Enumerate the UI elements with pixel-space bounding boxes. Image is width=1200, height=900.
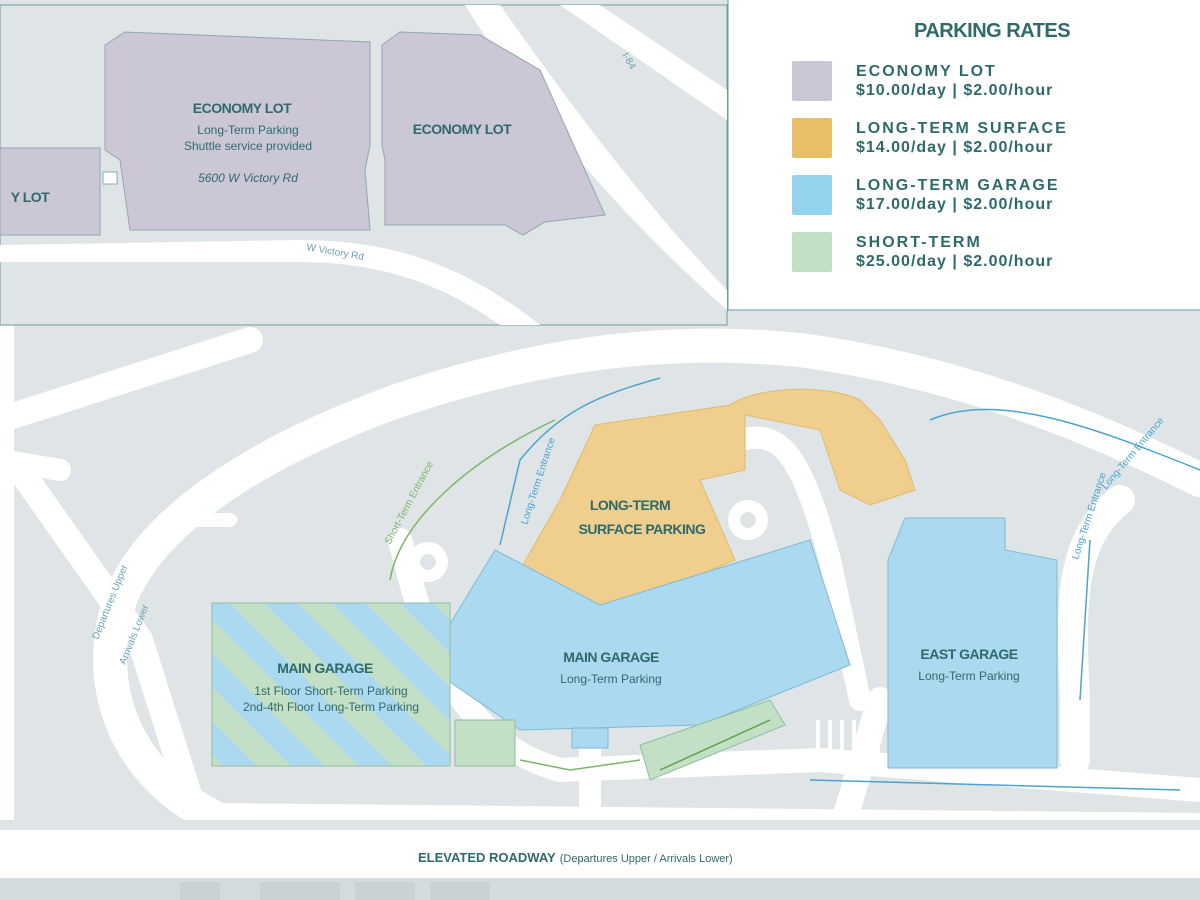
legend-item-economy: ECONOMY LOT $10.00/day | $2.00/hour [792, 61, 1192, 105]
short-term-swatch [792, 232, 832, 272]
turnarounds [408, 500, 768, 582]
long-term-surface-swatch [792, 118, 832, 158]
legend-item-name: LONG-TERM GARAGE [856, 177, 1060, 194]
economy-lot-east[interactable] [381, 31, 606, 236]
toll-booths [816, 720, 880, 760]
legend-item-rate: $17.00/day | $2.00/hour [856, 196, 1054, 213]
terminal-buildings [180, 882, 490, 900]
east-garage[interactable] [887, 517, 1058, 769]
economy-lot-main-label: ECONOMY LOT [193, 100, 292, 116]
legend-item-name: SHORT-TERM [856, 234, 982, 251]
economy-swatch [792, 61, 832, 101]
main-garage-sub: Long-Term Parking [560, 672, 661, 686]
legend-item-name: ECONOMY LOT [856, 63, 997, 80]
economy-lot-main[interactable] [104, 31, 371, 231]
main-garage-west-sub1: 1st Floor Short-Term Parking [254, 684, 407, 698]
long-term-garage-swatch [792, 175, 832, 215]
traffic-arrows [389, 377, 1200, 791]
economy-lot-address: 5600 W Victory Rd [198, 171, 298, 185]
east-garage-title: EAST GARAGE [920, 646, 1017, 662]
legend-title: PARKING RATES [914, 20, 1071, 42]
main-garage-west-sub2: 2nd-4th Floor Long-Term Parking [243, 700, 419, 714]
east-garage-sub: Long-Term Parking [918, 669, 1019, 683]
legend-item-rate: $10.00/day | $2.00/hour [856, 82, 1054, 99]
elevated-roadway-label: ELEVATED ROADWAY(Departures Upper / Arri… [418, 850, 733, 865]
economy-lot-west-label: Y LOT [11, 189, 50, 205]
surface-parking-title: LONG-TERM [590, 497, 670, 513]
economy-lot-sub2: Shuttle service provided [184, 139, 312, 153]
surface-parking-title-2: SURFACE PARKING [579, 521, 706, 537]
main-garage-west[interactable] [211, 602, 451, 767]
legend-item-short-term: SHORT-TERM $25.00/day | $2.00/hour [792, 232, 1192, 276]
legend-item-name: LONG-TERM SURFACE [856, 120, 1068, 137]
short-term-lot-small[interactable] [454, 719, 516, 767]
legend-item-rate: $25.00/day | $2.00/hour [856, 253, 1054, 270]
legend-item-long-term-surface: LONG-TERM SURFACE $14.00/day | $2.00/hou… [792, 118, 1192, 162]
economy-lot-sub1: Long-Term Parking [197, 123, 298, 137]
short-term-lot-strip[interactable] [639, 699, 786, 781]
main-garage-title: MAIN GARAGE [563, 649, 659, 665]
main-garage-west-title: MAIN GARAGE [277, 660, 373, 676]
legend-item-long-term-garage: LONG-TERM GARAGE $17.00/day | $2.00/hour [792, 175, 1192, 219]
legend-item-rate: $14.00/day | $2.00/hour [856, 139, 1054, 156]
left-margin [0, 310, 14, 900]
elevated-roadway [0, 830, 1200, 878]
economy-lot-east-label: ECONOMY LOT [413, 121, 512, 137]
economy-lot-west[interactable] [0, 147, 101, 236]
economy-lot-inset: Y LOT ECONOMY LOT Long-Term Parking Shut… [0, 4, 728, 326]
